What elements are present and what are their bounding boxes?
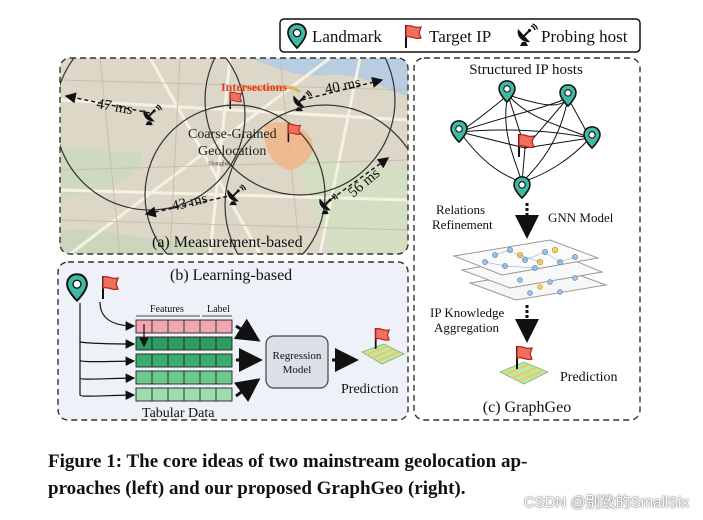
legend-probing-host: Probing host [541, 27, 628, 46]
panel-b-title: (b) Learning-based [170, 267, 292, 284]
table-row [135, 387, 233, 402]
panel-c: Structured IP hosts Relations Refinement [413, 57, 641, 421]
city-label: Shanghai [208, 161, 231, 167]
legend-landmark: Landmark [312, 27, 382, 46]
relations-label-1: Relations [436, 202, 485, 217]
figure-graphic: Landmark Target IP Probing host [57, 18, 641, 421]
prediction-label-c: Prediction [560, 370, 618, 385]
intersections-label: Intersections [221, 80, 287, 94]
ip-knowledge-label-2: Aggregation [434, 320, 499, 335]
table-row [135, 319, 233, 334]
figure-caption: Figure 1: The core ideas of two mainstre… [48, 448, 658, 502]
caption-line-2: proaches (left) and our proposed GraphGe… [48, 478, 466, 499]
prediction-map-icon [361, 327, 405, 365]
distance-40: 40 ms [324, 75, 363, 98]
gnn-layers [452, 239, 608, 301]
coarse-label-2: Geolocation [198, 144, 266, 159]
ip-knowledge-label-1: IP Knowledge [430, 305, 504, 320]
legend-box [279, 18, 641, 53]
gnn-model-label: GNN Model [548, 210, 614, 225]
caption-line-1: Figure 1: The core ideas of two mainstre… [48, 451, 528, 472]
panel-a-title: (a) Measurement-based [152, 234, 303, 251]
prediction-label-b: Prediction [341, 382, 399, 397]
label-label: Label [207, 304, 230, 315]
panel-a-map: Intersections Coarse-Grained Geolocation… [59, 57, 409, 255]
tabular-data-label: Tabular Data [142, 406, 215, 421]
prediction-map-icon [499, 345, 549, 385]
table-row [135, 370, 233, 385]
relations-label-2: Refinement [432, 217, 493, 232]
structured-ip-label: Structured IP hosts [469, 62, 583, 78]
regression-label-2: Model [283, 364, 312, 376]
table-row [135, 353, 233, 368]
regression-model-box [265, 335, 329, 389]
panel-b: (b) Learning-based Features Label [57, 261, 409, 421]
watermark: CSDN @别致的SmallSix [523, 494, 689, 511]
coarse-label-1: Coarse-Grained [188, 127, 277, 142]
legend-target-ip: Target IP [429, 27, 491, 46]
panel-c-title: (c) GraphGeo [483, 399, 571, 416]
regression-label-1: Regression [273, 350, 322, 362]
features-label: Features [150, 304, 184, 315]
table-row [135, 336, 233, 351]
distance-47: 47 ms [95, 96, 134, 118]
